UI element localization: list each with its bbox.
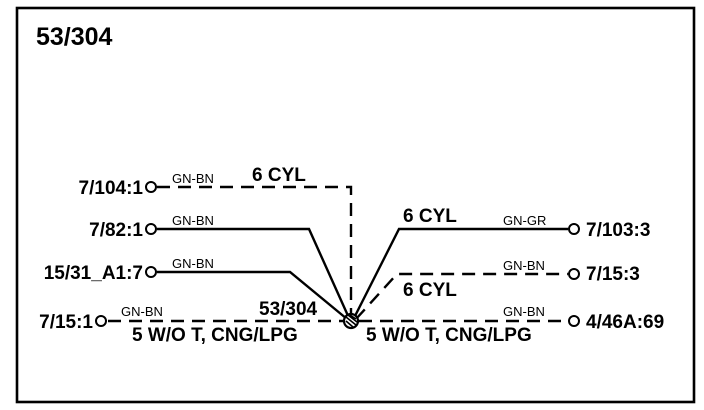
pin-left-7-82-1 [145, 223, 157, 235]
pin-label-15-31-a1-7: 15/31_A1:7 [44, 263, 143, 284]
wire-note-right-3: 5 W/O T, CNG/LPG [366, 325, 532, 346]
splice-node-icon [342, 312, 360, 330]
wire-color-left-4: GN-BN [121, 304, 163, 319]
pin-label-7-15-3: 7/15:3 [586, 264, 640, 285]
wire-note-right-1: 6 CYL [403, 206, 457, 227]
pin-right-4-46a-69 [568, 315, 580, 327]
pin-label-7-15-1: 7/15:1 [39, 312, 93, 333]
pin-right-7-103-3 [568, 223, 580, 235]
diagram-title: 53/304 [36, 23, 113, 51]
pin-label-7-103-3: 7/103:3 [586, 220, 650, 241]
wire-color-left-2: GN-BN [172, 213, 214, 228]
wire-note-left-4: 5 W/O T, CNG/LPG [132, 325, 298, 346]
wire-color-left-3: GN-BN [172, 256, 214, 271]
wire-color-right-1: GN-GR [503, 213, 546, 228]
wire-left-15-31-a1-7 [157, 270, 348, 320]
wire-left-7-104-1 [157, 185, 353, 320]
splice-label: 53/304 [259, 299, 318, 320]
pin-label-7-104-1: 7/104:1 [79, 178, 144, 199]
pin-right-7-15-3 [568, 268, 580, 280]
wire-note-left-1: 6 CYL [252, 165, 306, 186]
pin-left-7-104-1 [145, 181, 157, 193]
wire-right-7-103-3 [352, 227, 568, 319]
wire-note-right-2: 6 CYL [403, 280, 457, 301]
pin-left-15-31-a1-7 [145, 266, 157, 278]
wire-left-7-82-1 [157, 227, 351, 319]
pin-left-7-15-1 [95, 315, 107, 327]
diagram-border [15, 6, 696, 404]
wire-color-right-2: GN-BN [503, 258, 545, 273]
wire-color-right-3: GN-BN [503, 304, 545, 319]
wire-right-7-15-3 [355, 272, 568, 320]
pin-label-7-82-1: 7/82:1 [89, 220, 143, 241]
wire-color-left-1: GN-BN [172, 171, 214, 186]
pin-label-4-46a-69: 4/46A:69 [586, 312, 664, 333]
